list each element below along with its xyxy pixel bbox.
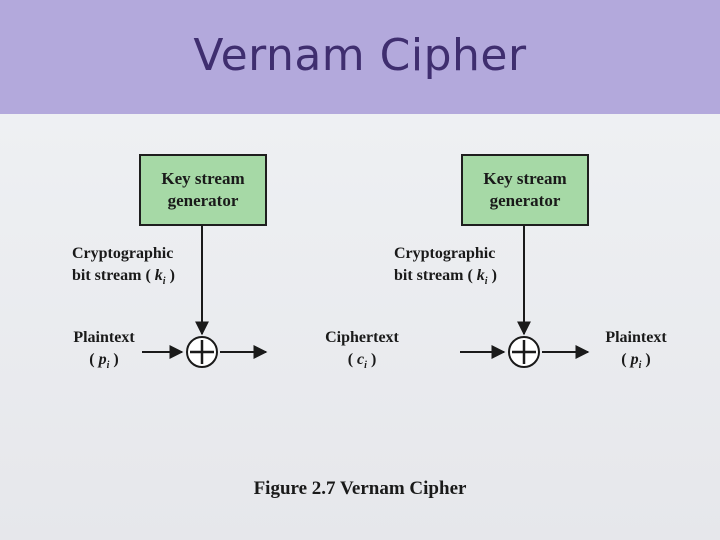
left-bitstream-label: Cryptographic bit stream ( ki ): [72, 245, 175, 288]
slide-title: Vernam Cipher: [193, 30, 527, 81]
figure-caption: Figure 2.7 Vernam Cipher: [253, 478, 467, 499]
right-xor-icon: [508, 336, 540, 368]
right-bitstream-label: Cryptographic bit stream ( ki ): [394, 245, 497, 288]
left-plaintext-label: Plaintext ( pi ): [73, 329, 135, 372]
title-bar: Vernam Cipher: [0, 0, 720, 114]
slide-body: [0, 114, 720, 540]
left-key-stream-generator: Key stream generator: [139, 154, 267, 226]
ciphertext-label: Ciphertext ( ci ): [325, 329, 399, 372]
left-xor-icon: [186, 336, 218, 368]
right-key-stream-generator: Key stream generator: [461, 154, 589, 226]
right-plaintext-label: Plaintext ( pi ): [605, 329, 667, 372]
